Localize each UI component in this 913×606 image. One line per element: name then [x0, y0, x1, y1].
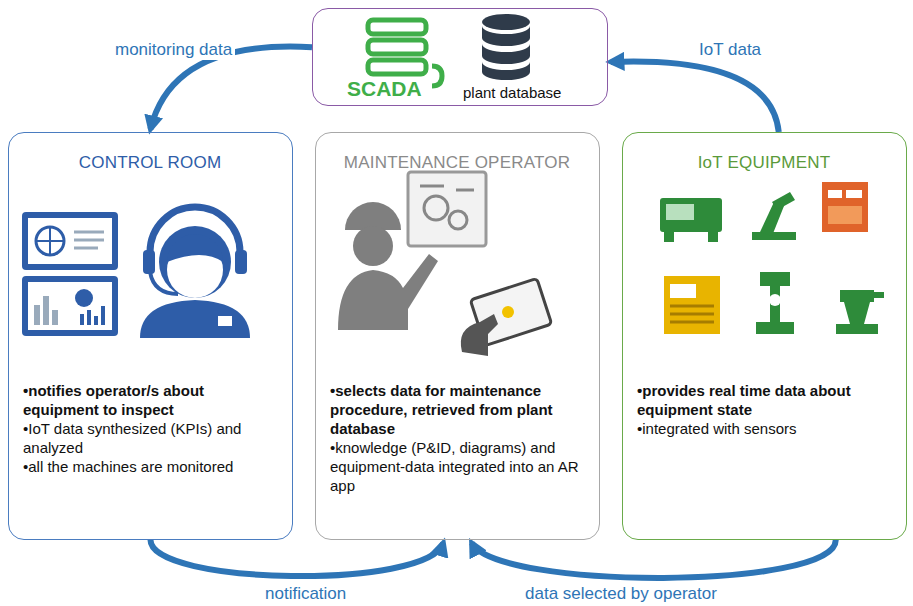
panel-heading: MAINTENANCE OPERATOR — [324, 153, 590, 173]
panel-heading: CONTROL ROOM — [17, 153, 283, 173]
flow-label: notification — [262, 584, 349, 604]
bullet-item: •provides real time data about equipment… — [637, 381, 892, 419]
flow-arrow — [472, 540, 836, 578]
bullet-item: •knowledge (P&ID, diagrams) and equipmen… — [330, 438, 585, 495]
bullet-list: •provides real time data about equipment… — [637, 381, 892, 438]
bullet-item: •selects data for maintenance procedure,… — [330, 381, 585, 438]
database-label: plant database — [463, 84, 561, 101]
panel-box: IoT EQUIPMENT •provides real time data ab… — [622, 132, 907, 540]
operator-icon — [140, 207, 250, 338]
flow-label: monitoring data — [112, 40, 235, 60]
tablet-icon — [461, 278, 552, 356]
bullet-list: •notifies operator/s about equipment to … — [23, 381, 278, 476]
panel-box: SCADA plant database — [312, 8, 608, 106]
flow-arrow — [611, 61, 779, 132]
scada-logo-text: SCADA — [347, 77, 422, 101]
machine-icons — [660, 182, 884, 334]
panel-box: CONTROL ROOM •notifies operator/s about e… — [8, 132, 293, 540]
database-icon — [482, 14, 530, 80]
panel-box: MAINTENANCE OPERATOR •selects data for ma… — [315, 132, 600, 540]
scada-server-icon — [368, 20, 442, 86]
flow-arrow — [151, 540, 444, 576]
flow-label: IoT data — [696, 40, 764, 60]
bullet-list: •selects data for maintenance procedure,… — [330, 381, 585, 495]
maintenance-worker-icon — [338, 172, 486, 330]
monitor-icon — [22, 212, 118, 336]
bullet-item: •integrated with sensors — [637, 419, 892, 438]
bullet-item: •IoT data synthesized (KPIs) and analyze… — [23, 419, 278, 457]
panel-heading: IoT EQUIPMENT — [631, 153, 897, 173]
bullet-item: •notifies operator/s about equipment to … — [23, 381, 278, 419]
flow-label: data selected by operator — [522, 584, 720, 604]
bullet-item: •all the machines are monitored — [23, 457, 278, 476]
